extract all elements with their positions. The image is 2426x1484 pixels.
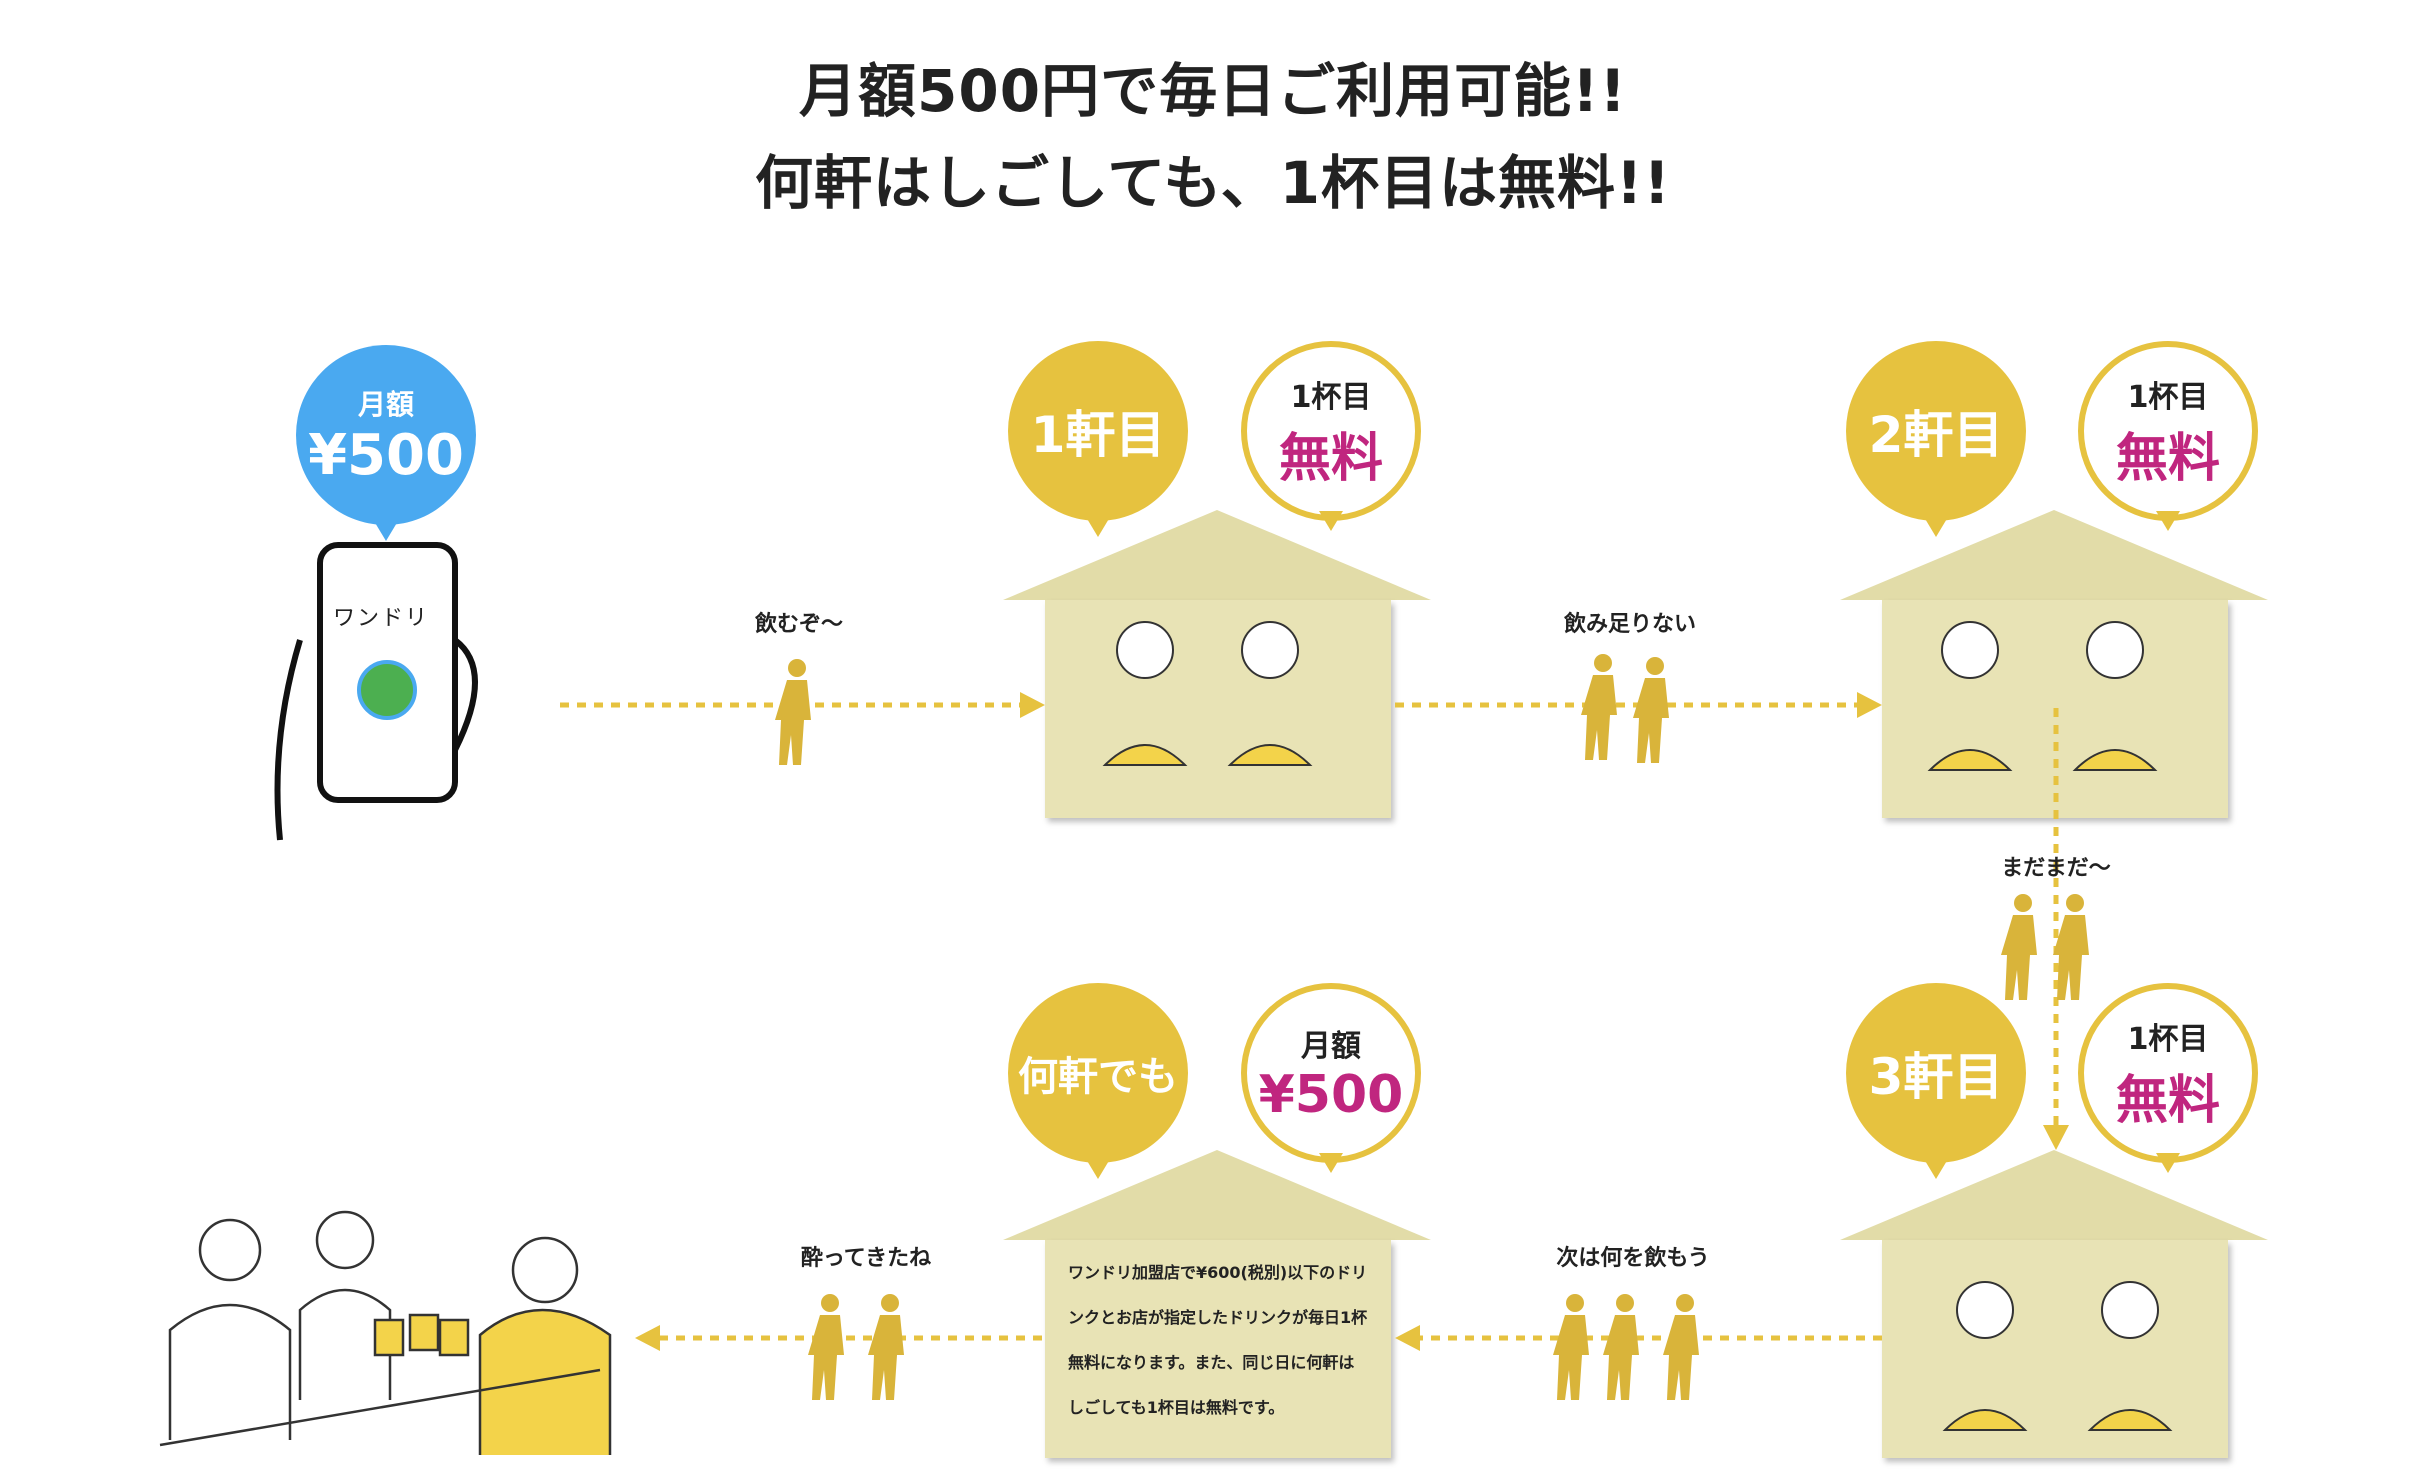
free-label: 無料 <box>2115 1070 2220 1131</box>
walker-icon <box>1633 657 1669 763</box>
walker-icon <box>2001 894 2037 1000</box>
house-2 <box>1840 510 2268 818</box>
walker-icon <box>1553 1294 1589 1400</box>
stop-badge-any: 何軒でも <box>1008 983 1188 1179</box>
house-3 <box>1840 1150 2268 1458</box>
caption-1: 飲むぞ〜 <box>754 612 844 637</box>
walker-icon <box>868 1294 904 1400</box>
app-name: ワンドリ <box>333 606 430 631</box>
caption-5: 酔ってきたね <box>800 1246 932 1271</box>
free-bubble-3: 1杯目無料 <box>2078 983 2258 1173</box>
cup-label: 1杯目 <box>2127 379 2209 415</box>
cup-label: 1杯目 <box>2127 1021 2209 1057</box>
fee-price: ¥500 <box>1258 1065 1404 1125</box>
fee-label: 月額 <box>357 387 414 421</box>
house-1 <box>1003 510 1431 818</box>
walker-icon <box>808 1294 844 1400</box>
caption-2: 飲み足りない <box>1563 612 1697 637</box>
cup-label: 1杯目 <box>1290 379 1372 415</box>
walker-icon <box>1603 1294 1639 1400</box>
headline-line2: 何軒はしごしても、1杯目は無料!! <box>755 149 1671 217</box>
monthly-fee-bubble: 月額 ¥500 <box>296 345 476 541</box>
party-illustration <box>159 1210 612 1455</box>
fee-price: ¥500 <box>308 422 464 488</box>
headline-line1: 月額500円で毎日ご利用可能!! <box>799 57 1627 125</box>
free-bubble-1: 1杯目無料 <box>1241 341 1421 531</box>
free-label: 無料 <box>1278 428 1383 489</box>
smartphone-icon <box>274 542 478 841</box>
service-note: ワンドリ加盟店で¥600(税別)以下のドリンクとお店が指定したドリンクが毎日1杯… <box>1068 1263 1368 1417</box>
free-label: 無料 <box>2115 428 2220 489</box>
fee-label: 月額 <box>1301 1029 1361 1064</box>
walker-icon <box>1663 1294 1699 1400</box>
free-bubble-2: 1杯目無料 <box>2078 341 2258 531</box>
walker-icon <box>2053 894 2089 1000</box>
stop-badge-3: 3軒目 <box>1846 983 2026 1179</box>
stop-badge-1: 1軒目 <box>1008 341 1188 537</box>
walker-icon <box>1581 654 1617 760</box>
stop-badge-2: 2軒目 <box>1846 341 2026 537</box>
price-bubble: 月額¥500 <box>1241 983 1421 1173</box>
caption-3: まだまだ〜 <box>2001 856 2111 881</box>
walker-icon <box>775 659 811 765</box>
caption-4: 次は何を飲もう <box>1556 1246 1710 1271</box>
